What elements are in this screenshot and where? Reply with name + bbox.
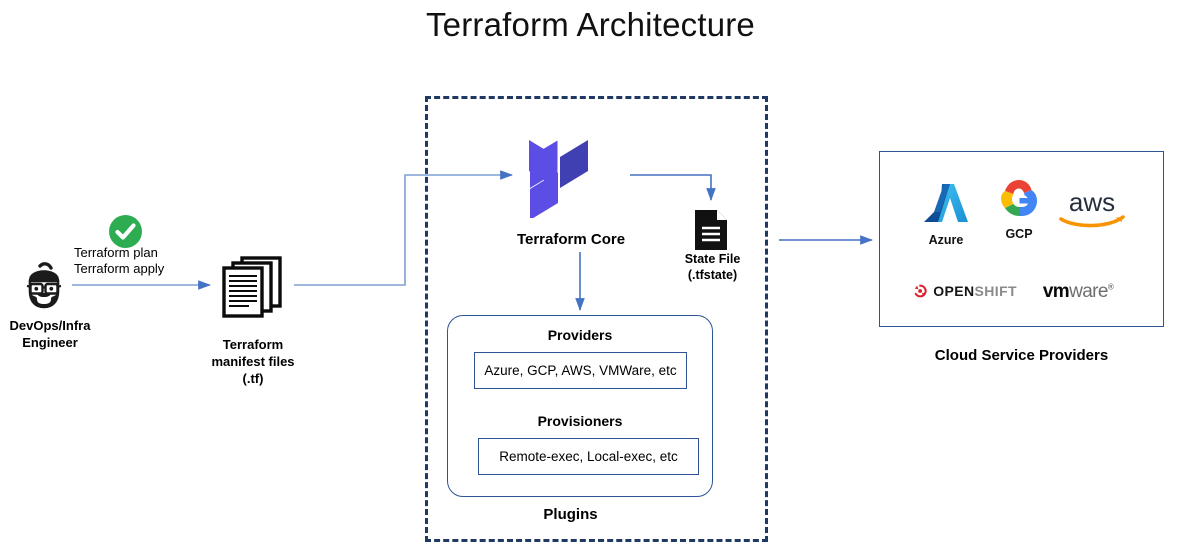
providers-value-box: Azure, GCP, AWS, VMWare, etc (474, 352, 687, 389)
manifest-caption-line3: (.tf) (242, 371, 264, 386)
vmware-label-light: ware (1069, 281, 1108, 302)
plugins-label: Plugins (543, 506, 598, 523)
state-caption-line1: State File (684, 252, 741, 266)
gcp-label: GCP (1005, 227, 1033, 241)
terraform-boundary-box (425, 96, 768, 542)
provisioners-title: Provisioners (537, 413, 623, 429)
terraform-logo-icon (527, 126, 615, 220)
manifest-files-caption: Terraform manifest files (.tf) (188, 336, 318, 387)
openshift-logo-icon (914, 284, 927, 298)
green-check-circle-icon (109, 215, 142, 248)
providers-title: Providers (547, 327, 613, 343)
stacked-documents-icon (218, 256, 288, 318)
devops-engineer-avatar-icon (18, 258, 70, 310)
aws-logo-icon: aws (1059, 187, 1125, 228)
state-file-caption: State File (.tfstate) (655, 251, 770, 283)
aws-logo-cell: aws (1053, 186, 1131, 235)
state-caption-line2: (.tfstate) (687, 268, 738, 282)
devops-caption-line2: Engineer (22, 335, 78, 350)
azure-logo-icon (924, 184, 968, 222)
vmware-logo-cell: vmware® (1032, 281, 1124, 303)
manifest-caption-line1: Terraform (222, 337, 284, 352)
gcp-logo-cell: GCP (992, 176, 1046, 241)
command-plan: Terraform plan (74, 245, 158, 260)
openshift-logo-cell: OPENSHIFT (913, 279, 1017, 303)
terraform-commands-label: Terraform plan Terraform apply (74, 245, 186, 277)
devops-engineer-caption: DevOps/Infra Engineer (0, 317, 100, 351)
openshift-label: OPENSHIFT (933, 283, 1017, 299)
vmware-label: vmware® (1042, 281, 1114, 302)
manifest-caption-line2: manifest files (211, 354, 295, 369)
svg-text:aws: aws (1069, 187, 1115, 217)
devops-caption-line1: DevOps/Infra (9, 318, 91, 333)
openshift-label-light: SHIFT (974, 283, 1017, 299)
provisioners-value-box: Remote-exec, Local-exec, etc (478, 438, 699, 475)
vmware-label-bold: vm (1042, 281, 1070, 302)
azure-logo-cell: Azure (920, 182, 972, 247)
openshift-label-bold: OPEN (933, 283, 975, 299)
cloud-providers-caption: Cloud Service Providers (934, 347, 1109, 364)
terraform-core-label: Terraform Core (516, 231, 626, 248)
page-title: Terraform Architecture (425, 6, 755, 43)
command-apply: Terraform apply (74, 261, 165, 276)
azure-label: Azure (928, 233, 964, 247)
document-icon (693, 208, 729, 252)
gcp-logo-icon (1001, 180, 1037, 216)
vmware-registered-mark: ® (1107, 282, 1114, 292)
